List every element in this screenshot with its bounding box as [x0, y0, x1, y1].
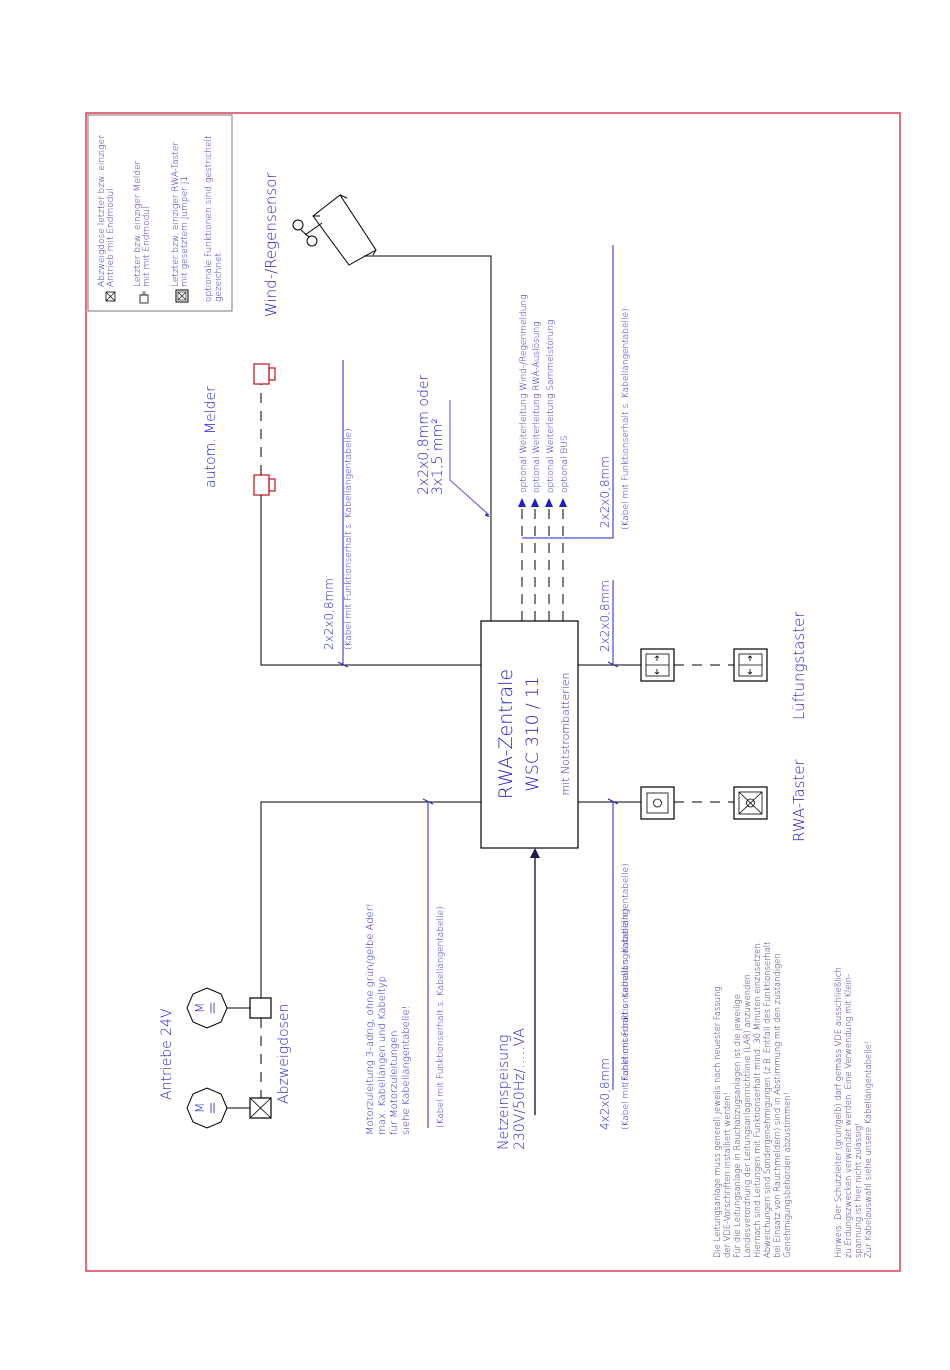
note1-line3: Für die Leitungsanlage in Rauchabzugsanl…: [732, 994, 742, 1258]
note2-line4: Zur Kabelauswahl siehe unsere Kabellänge…: [863, 1041, 873, 1258]
vent-button-icon: [640, 648, 675, 682]
wind-sensor-wire: [364, 255, 492, 621]
mains-cable-note: (Kabel mit Funktionserhalt s. Kabellänge…: [621, 908, 631, 1130]
note1-line8: Genehmigungsbehörden abzustimmen!: [782, 1092, 792, 1258]
option-wind-rain: optional Weiterleitung Wind-/Regenmeldun…: [519, 294, 529, 493]
vent-label: Lüftungstaster: [790, 611, 808, 720]
note2-line2: zu Erdungszwecken verwendet werden. Eine…: [843, 974, 853, 1258]
junction-box-last-icon: [249, 1097, 272, 1119]
drives-label: Antriebe 24V: [159, 1008, 175, 1100]
legend-item4-line2: gezeichnet.: [214, 250, 224, 302]
junction-label: Abzweigdosen: [276, 1004, 292, 1104]
general-notes: Die Leitungsanlage muss generell jeweils…: [712, 941, 792, 1258]
junction-box-icon: [249, 997, 272, 1019]
central-model: WSC 310 / 11: [523, 676, 543, 792]
cable-detectors-size: 2x2x0,8mm: [322, 578, 336, 650]
legend-box: Abzweigdose letzter bzw. einziger Antrie…: [87, 114, 233, 312]
option-fault: optional Weiterleitung Sammelstörung: [546, 320, 556, 493]
cable-wind-line2: 3x1,5 mm²: [430, 418, 446, 495]
note1-line7: bei Einsatz von Rauchmeldern) sind in Ab…: [772, 953, 782, 1258]
detectors-label: autom. Melder: [203, 386, 219, 488]
optional-outputs: [521, 505, 564, 621]
cable-options-leader: [522, 245, 614, 539]
mains-line1: Netzeinspeisung: [496, 1035, 512, 1150]
legend-junction-box-icon: [105, 291, 116, 302]
rwa-cable-note: (Kabel mit Funktionserhalt s. Kabellänge…: [621, 863, 631, 1085]
motor-note-3: für Motorzuleitungen: [389, 1031, 400, 1135]
legend-item3-line1: Letzter bzw. einziger RWA-Taster: [171, 142, 181, 287]
motor-last-icon: [186, 1087, 228, 1129]
vent-cable-size: 2x2x0,8mm: [598, 580, 612, 652]
motor-symbol-1: M: [193, 1003, 207, 1013]
note1-line4: Landesverordnung der Leitungsanlagenrich…: [742, 972, 752, 1258]
note1-line5: Hiernach sind Leitungen mit Funktionserh…: [752, 941, 762, 1258]
protective-conductor-note: Hinweis: Der Schutzleiter (grün/gelb) da…: [833, 967, 873, 1258]
legend-item3-line2: mit gesetztem Jumper J1: [180, 176, 190, 287]
note1-line6: Abweichungen sind Sondergenehmigungen (z…: [762, 942, 772, 1258]
cable-options-size: 2x2x0,8mm: [598, 456, 612, 528]
central-unit: [480, 620, 579, 849]
drawing-frame: [85, 112, 901, 1272]
cable-detectors-tick: [337, 661, 349, 668]
legend-item2-line1: Letzter bzw. einziger Melder: [133, 161, 143, 287]
motor-cable-note: (Kabel mit Funktionserhalt s. Kabellänge…: [436, 906, 446, 1128]
drive-wire: [260, 801, 481, 998]
central-note: mit Notstrombatterien: [559, 672, 572, 795]
wind-sensor-label: Wind-/Regensensor: [262, 172, 280, 317]
detector-last-icon: [253, 363, 276, 385]
cable-wind-leader: [449, 479, 490, 516]
detector-icon: [253, 474, 276, 496]
rwa-button-last-icon: [733, 786, 768, 820]
legend-item4-line1: optionale Funktionen sind gestrichelt: [204, 135, 214, 302]
motor-note-4: siehe Kabellängentabelle!: [401, 1005, 412, 1135]
mains-line2: 230V/50Hz/.....VA: [512, 1028, 528, 1150]
rwa-label: RWA-Taster: [790, 758, 808, 842]
cable-options-note: (Kabel mit Funktionserhalt s. Kabellänge…: [621, 308, 631, 530]
vent-button-last-icon: [733, 648, 768, 682]
mains-cable-size: 4x2x0,8mm: [598, 1058, 612, 1130]
legend-item1-line2: Antrieb mit Endmodul: [106, 188, 116, 287]
legend-item1-line1: Abzweigdose letzter bzw. einziger: [97, 135, 107, 287]
motor-note-2: max. Kabellängen und Kabeltyp: [377, 976, 388, 1135]
detector-wire: [260, 495, 481, 666]
cable-detectors-note: (Kabel mit Funktionserhalt s. Kabellänge…: [344, 428, 354, 650]
wind-rain-sensor-icon: [292, 194, 377, 266]
rwa-button-icon: [640, 786, 675, 820]
note2-line1: Hinweis: Der Schutzleiter (grün/gelb) da…: [833, 967, 843, 1258]
option-rwa: optional Weiterleitung RWA-Auslösung: [532, 321, 542, 493]
note1-line1: Die Leitungsanlage muss generell jeweils…: [712, 987, 722, 1258]
legend-item2-line2: mit mit Endmodul: [142, 206, 152, 287]
motor-icon: [186, 987, 228, 1029]
optional-arrowheads: [518, 498, 567, 507]
motor-symbol-2: M: [193, 1103, 207, 1113]
note1-line2: der VDE-Vorschriften installiert werden!: [722, 1092, 732, 1258]
legend-rwa-button-icon: [175, 289, 189, 303]
cable-wind-line1: 2x2x0,8mm oder: [416, 375, 432, 495]
note2-line3: spannung ist hier nicht zulässig!: [853, 1123, 863, 1258]
central-title: RWA-Zentrale: [495, 669, 517, 799]
motor-note-1: Motorzuleitung 3-adrig, ohne grün/gelbe …: [365, 903, 376, 1135]
legend-detector-icon: [139, 291, 149, 304]
option-bus: optional BUS: [560, 435, 570, 493]
